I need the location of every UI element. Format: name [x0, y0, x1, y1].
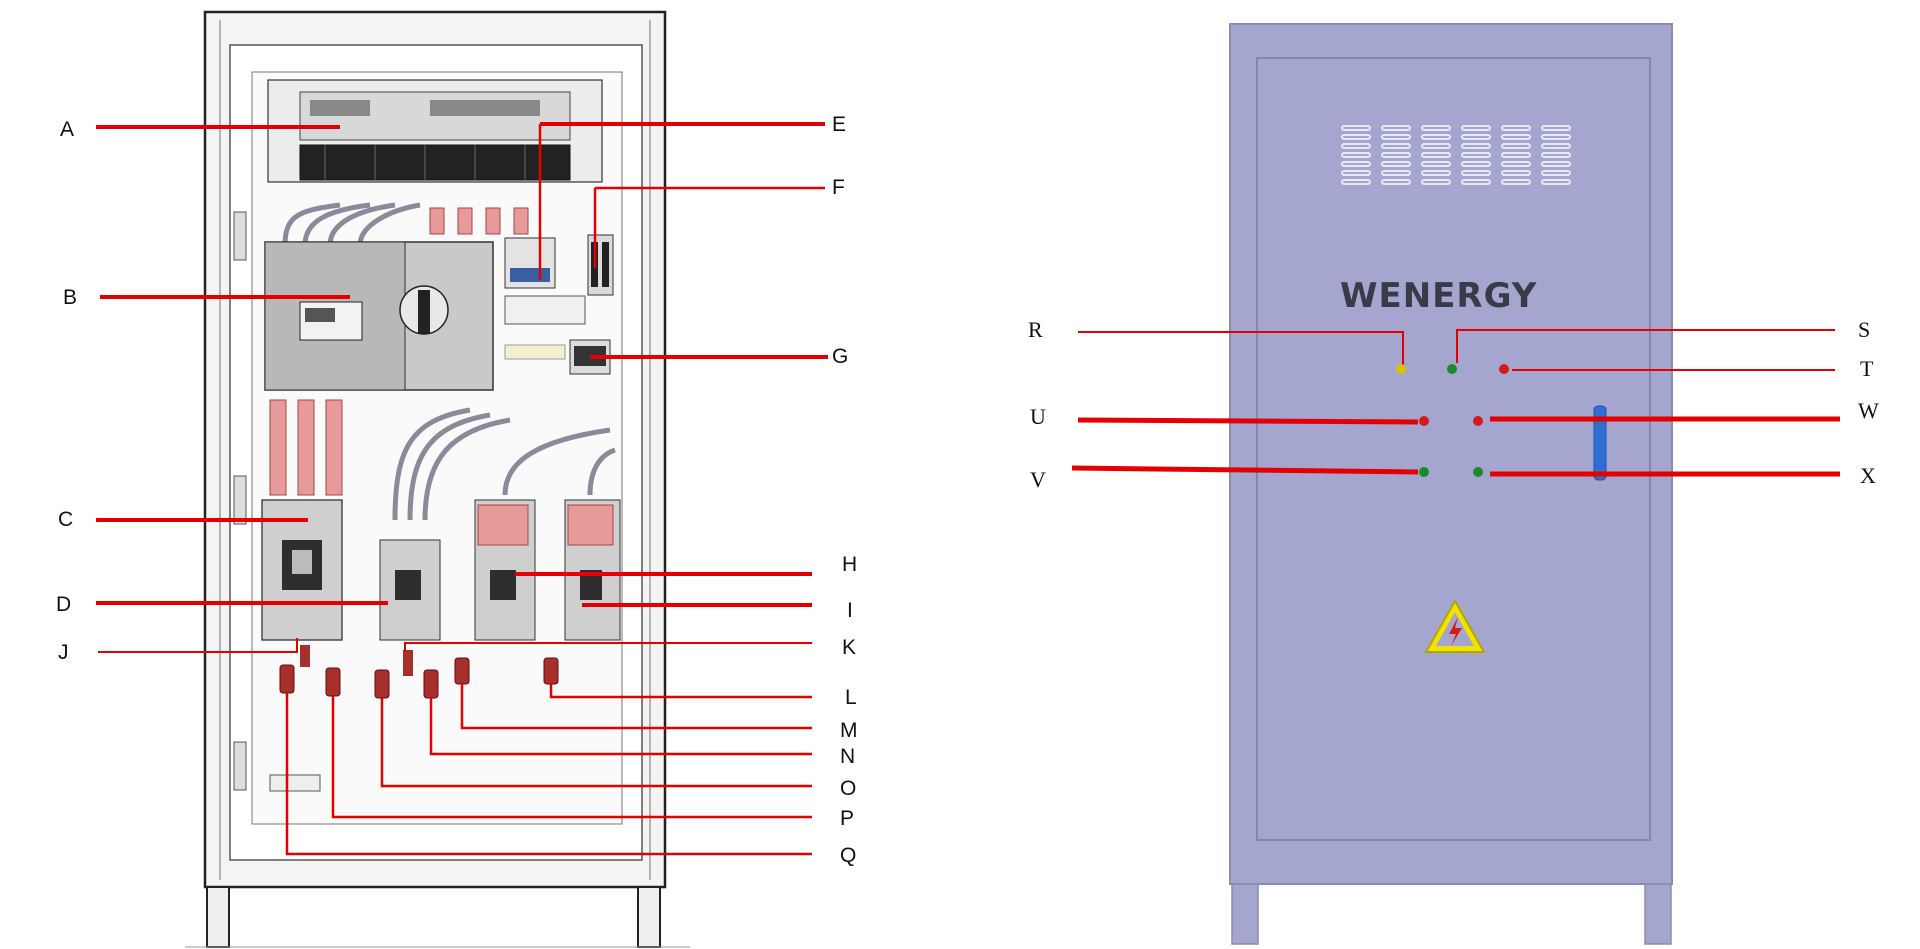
label-v: V: [1030, 467, 1046, 492]
brand-logo: WENERGY: [1340, 276, 1537, 316]
component-b-main-breaker: [264, 241, 494, 391]
indicator-u-red-lamp: [1419, 416, 1429, 426]
vent-slot: [1421, 170, 1451, 176]
component-d-breaker: [379, 539, 441, 641]
vent-slot: [1421, 161, 1451, 167]
label-b: B: [63, 286, 77, 309]
vent-slot: [1541, 152, 1571, 158]
indicator-t-red-lamp: [1499, 364, 1509, 374]
vent-slot: [1541, 125, 1571, 131]
indicator-v-green-lamp: [1419, 467, 1429, 477]
vent-slot: [1421, 152, 1451, 158]
vent-slot: [1381, 125, 1411, 131]
label-m: M: [840, 719, 858, 742]
label-j: J: [58, 641, 69, 664]
ventilation-grille: [1341, 125, 1571, 185]
vent-slot: [1341, 161, 1371, 167]
label-h: H: [842, 553, 857, 576]
cabinet-front-view: WENERGY R U V S T: [1028, 23, 1879, 945]
label-x: X: [1860, 463, 1876, 488]
vent-slot: [1381, 134, 1411, 140]
front-leg-right: [1644, 883, 1672, 945]
vent-slot: [1461, 143, 1491, 149]
leader-lines-right: [1071, 329, 1840, 477]
label-k: K: [842, 636, 856, 659]
vent-slot: [1501, 161, 1531, 167]
vent-slot: [1421, 143, 1451, 149]
component-i-breaker: [564, 499, 621, 641]
vent-slot: [1461, 161, 1491, 167]
vent-slot: [1341, 179, 1371, 185]
cabinet-leg-right: [637, 886, 661, 948]
label-p: P: [840, 807, 854, 830]
vent-slot: [1341, 125, 1371, 131]
component-e-relay: [504, 237, 586, 325]
vent-slot: [1501, 134, 1531, 140]
component-a-control-panel: [267, 79, 603, 183]
indicator-s-green-lamp: [1447, 364, 1457, 374]
vent-slot: [1461, 170, 1491, 176]
label-t: T: [1860, 356, 1874, 381]
front-leg-left: [1231, 883, 1259, 945]
indicator-w-red-lamp: [1473, 416, 1483, 426]
vent-slot: [1341, 170, 1371, 176]
vent-slot: [1381, 161, 1411, 167]
vent-slot: [1541, 161, 1571, 167]
cables-top: [282, 202, 421, 246]
label-g: G: [832, 345, 848, 368]
vent-slot: [1541, 170, 1571, 176]
door-handle: [1593, 405, 1607, 481]
vent-slot: [1501, 125, 1531, 131]
label-o: O: [840, 777, 856, 800]
indicator-r-yellow-lamp: [1396, 364, 1406, 374]
label-i: I: [847, 599, 853, 622]
vent-slot: [1421, 125, 1451, 131]
vent-slot: [1381, 152, 1411, 158]
label-u: U: [1030, 404, 1046, 429]
indicator-x-green-lamp: [1473, 467, 1483, 477]
vent-slot: [1341, 143, 1371, 149]
label-a: A: [60, 118, 74, 141]
label-q: Q: [840, 844, 856, 867]
vent-slot: [1501, 152, 1531, 158]
label-r: R: [1028, 317, 1043, 342]
cabinet-leg-left: [206, 886, 230, 948]
vent-slot: [1461, 125, 1491, 131]
label-c: C: [58, 508, 73, 531]
leader-lines-left: [96, 122, 828, 856]
label-f: F: [832, 176, 845, 199]
vent-slot: [1501, 143, 1531, 149]
cabinet-interior-view: A B C D J E F G H I K L M N O P Q: [56, 10, 858, 948]
vent-slot: [1541, 143, 1571, 149]
component-h-breaker: [474, 499, 536, 641]
label-n: N: [840, 745, 855, 768]
label-d: D: [56, 593, 71, 616]
vent-slot: [1461, 179, 1491, 185]
vent-slot: [1421, 179, 1451, 185]
label-l: L: [845, 686, 857, 709]
component-f-terminal: [587, 234, 614, 296]
label-s: S: [1858, 317, 1870, 342]
vent-slot: [1341, 134, 1371, 140]
vent-slot: [1381, 143, 1411, 149]
vent-slot: [1461, 152, 1491, 158]
vent-slot: [1381, 170, 1411, 176]
vent-slot: [1541, 134, 1571, 140]
label-w: W: [1858, 398, 1879, 423]
component-c-breaker: [261, 499, 343, 641]
vent-slot: [1341, 152, 1371, 158]
vent-slot: [1501, 170, 1531, 176]
cabinet-door: [1256, 57, 1651, 841]
high-voltage-warning-icon: [1424, 598, 1486, 653]
vent-slot: [1381, 179, 1411, 185]
vent-slot: [1421, 134, 1451, 140]
vent-slot: [1461, 134, 1491, 140]
label-e: E: [832, 113, 846, 136]
vent-slot: [1541, 179, 1571, 185]
vent-slot: [1501, 179, 1531, 185]
